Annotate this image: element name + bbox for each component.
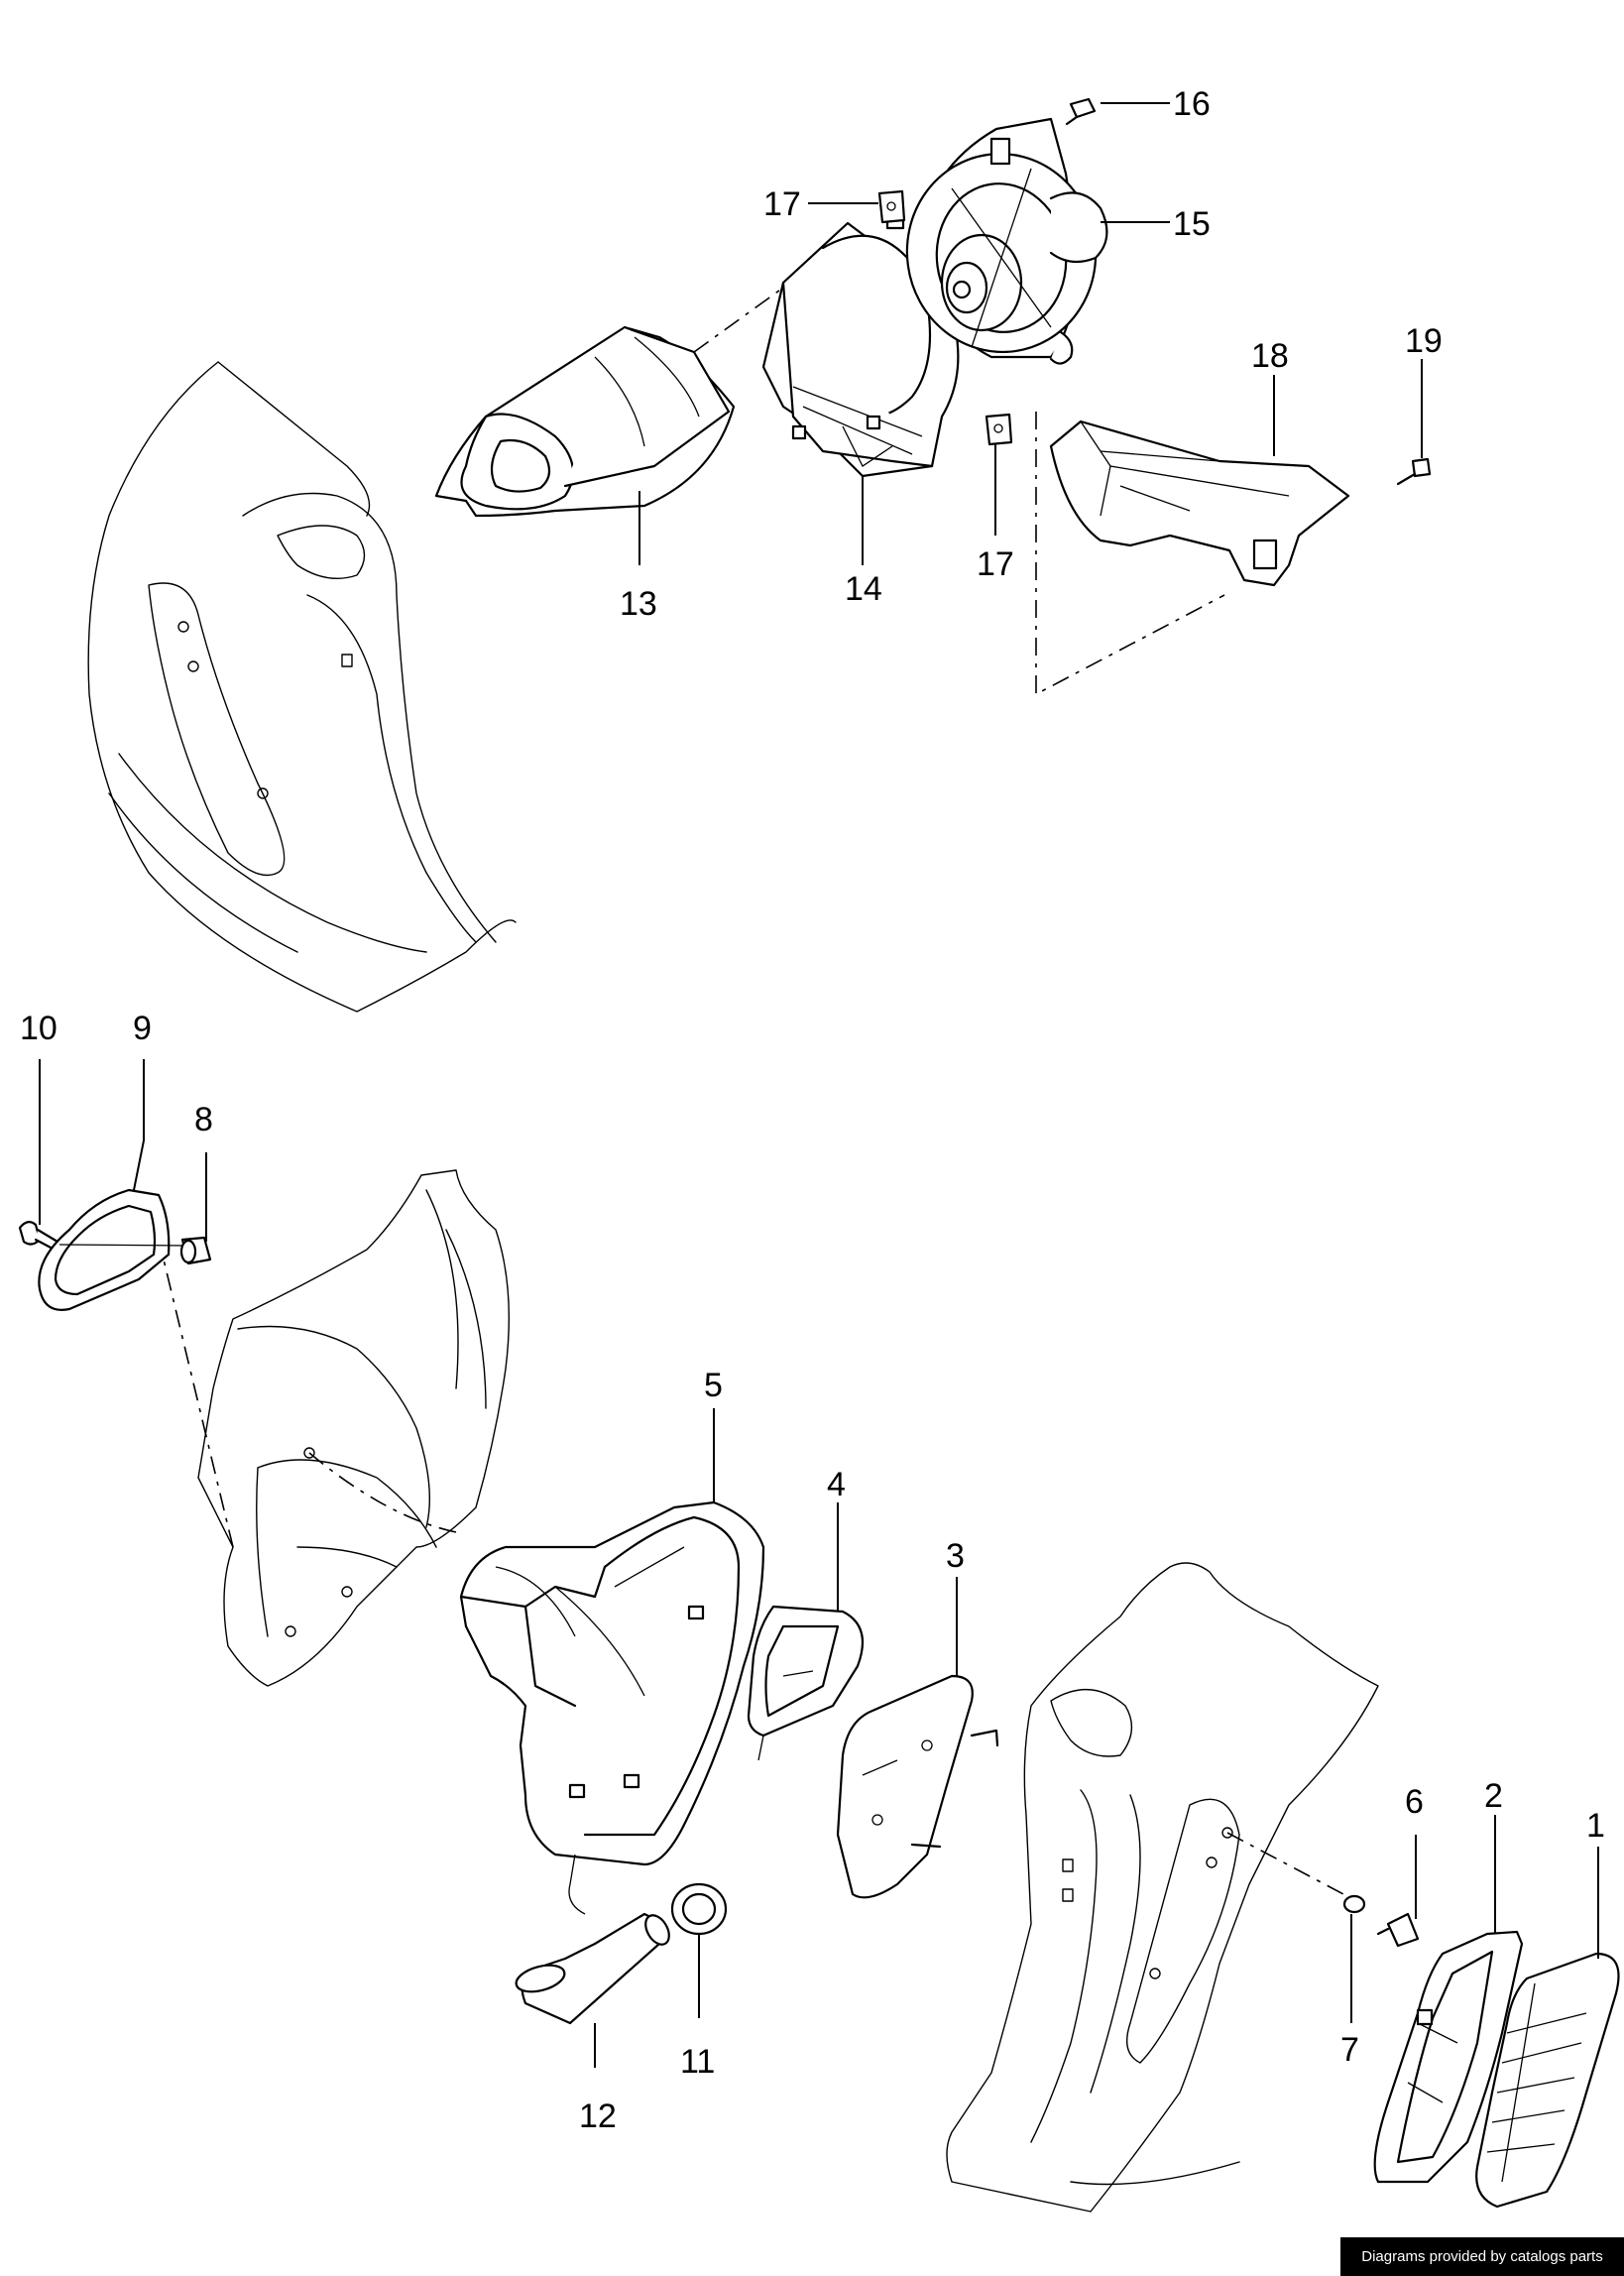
part-14-fan-housing bbox=[761, 206, 960, 478]
upper-assembly-lines bbox=[693, 287, 1225, 696]
part-15-fan-motor bbox=[905, 117, 1108, 365]
callout-15: 15 bbox=[1173, 205, 1211, 243]
part-4-gasket-frame bbox=[747, 1605, 865, 1761]
upper-body-panel bbox=[87, 361, 517, 1013]
part-17-clip-lower bbox=[985, 413, 1013, 446]
callout-6: 6 bbox=[1405, 1783, 1424, 1821]
upper-leader-lines bbox=[638, 102, 1423, 565]
part-2-grille-frame bbox=[1373, 1930, 1524, 2184]
part-7-o-ring bbox=[1342, 1894, 1366, 1914]
callout-numbers: 16 15 17 18 19 13 14 17 10 9 8 5 4 3 6 2… bbox=[20, 85, 1605, 2135]
part-9-frame bbox=[38, 1188, 189, 1311]
callout-17-lower: 17 bbox=[977, 545, 1014, 583]
part-11-grommet bbox=[670, 1882, 728, 1936]
callout-2: 2 bbox=[1484, 1777, 1503, 1815]
callout-19: 19 bbox=[1405, 322, 1443, 360]
callout-13: 13 bbox=[620, 585, 657, 623]
callout-11: 11 bbox=[680, 2043, 715, 2081]
lower-left-body-panel bbox=[163, 1169, 511, 1687]
callout-14: 14 bbox=[845, 570, 882, 608]
part-19-screw bbox=[1396, 457, 1432, 486]
callout-17-upper: 17 bbox=[763, 185, 801, 223]
part-6-rivet bbox=[1376, 1912, 1420, 1948]
callout-8: 8 bbox=[194, 1101, 213, 1138]
callout-3: 3 bbox=[946, 1537, 965, 1575]
callout-9: 9 bbox=[133, 1010, 152, 1047]
part-3-cover-plate bbox=[836, 1674, 999, 1899]
part-1-outer-grille bbox=[1475, 1952, 1620, 2209]
callout-1: 1 bbox=[1586, 1807, 1605, 1845]
part-16-screw bbox=[1065, 97, 1097, 126]
part-5-duct-housing bbox=[459, 1500, 765, 1866]
callout-12: 12 bbox=[579, 2097, 617, 2135]
lower-leader-lines bbox=[39, 1059, 1599, 2068]
part-17-clip-upper bbox=[877, 189, 906, 224]
callout-18: 18 bbox=[1251, 337, 1289, 375]
callout-16: 16 bbox=[1173, 85, 1211, 123]
callout-7: 7 bbox=[1340, 2031, 1359, 2069]
part-10-bolt bbox=[18, 1221, 59, 1252]
footer-credit-badge: Diagrams provided by catalogs parts bbox=[1340, 2237, 1624, 2276]
part-13-air-duct bbox=[434, 325, 736, 518]
part-12-drain-hose bbox=[515, 1854, 670, 2025]
lower-right-body-panel bbox=[946, 1562, 1379, 2213]
callout-4: 4 bbox=[827, 1466, 846, 1503]
callout-10: 10 bbox=[20, 1010, 58, 1047]
part-8-bushing bbox=[179, 1236, 212, 1265]
callout-5: 5 bbox=[704, 1367, 723, 1404]
part-18-air-guide bbox=[1049, 419, 1350, 587]
